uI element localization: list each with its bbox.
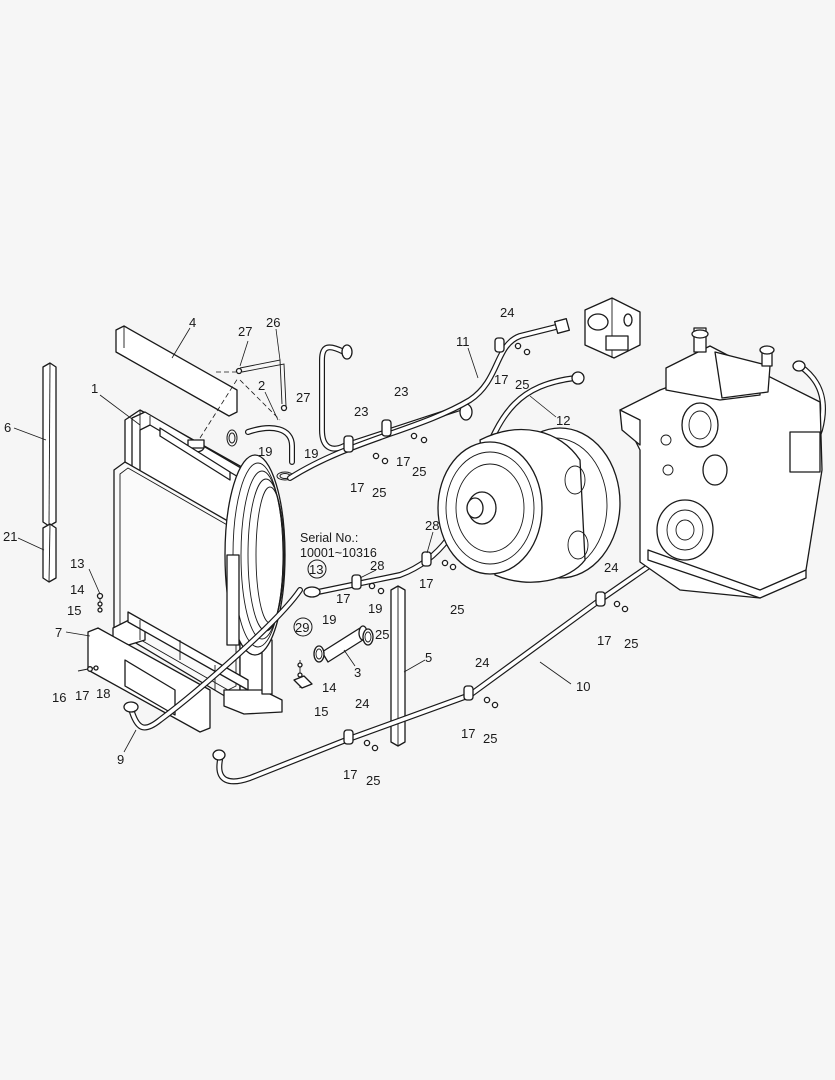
callout-17-d: 17 (396, 454, 410, 469)
elbow-hose-2 (226, 425, 295, 481)
callout-25-f: 25 (624, 636, 638, 651)
callout-17-c: 17 (350, 480, 364, 495)
callout-13-left: 13 (70, 556, 84, 571)
callout-17-f: 17 (336, 591, 350, 606)
callout-4: 4 (189, 315, 196, 330)
oil-cooler-assembly (112, 409, 286, 715)
callout-26: 26 (266, 315, 280, 330)
callout-11: 11 (456, 334, 470, 349)
callout-9: 9 (117, 752, 124, 767)
callout-27-a: 27 (238, 324, 252, 339)
clamps (343, 337, 606, 745)
callout-29-circle (293, 617, 313, 637)
callout-28-a: 28 (425, 518, 439, 533)
callout-17-e: 17 (419, 576, 433, 591)
bar-4 (115, 325, 238, 417)
callout-14-right: 14 (322, 680, 336, 695)
callout-12: 12 (556, 413, 570, 428)
callout-19-a: 19 (258, 444, 272, 459)
callout-23-a: 23 (354, 404, 368, 419)
torque-converter (437, 427, 621, 583)
tube-3 (313, 625, 374, 663)
callout-17-h: 17 (461, 726, 475, 741)
serial-note-range: 10001~10316 (300, 546, 377, 560)
callout-24-d: 24 (355, 696, 369, 711)
plate-7-lower (124, 659, 176, 716)
callout-6: 6 (4, 420, 11, 435)
callout-24-b: 24 (604, 560, 618, 575)
callout-19-d: 19 (368, 601, 382, 616)
callout-19-b: 19 (304, 446, 318, 461)
callout-13-right: 13 (309, 562, 323, 577)
callout-17-g: 17 (597, 633, 611, 648)
callout-15-left: 15 (67, 603, 81, 618)
leader-lines (13, 327, 572, 753)
callout-25-d: 25 (450, 602, 464, 617)
callout-1: 1 (91, 381, 98, 396)
callout-23-b: 23 (394, 384, 408, 399)
callout-7: 7 (55, 625, 62, 640)
callout-28-b: 28 (370, 558, 384, 573)
callout-21: 21 (3, 529, 17, 544)
callout-10: 10 (576, 679, 590, 694)
fastener-stack-16-18 (77, 665, 99, 672)
callout-25-c: 25 (412, 464, 426, 479)
callout-17-b: 17 (494, 372, 508, 387)
hose-upper-u (319, 344, 473, 452)
callout-19-c: 19 (322, 612, 336, 627)
callout-29: 29 (295, 620, 309, 635)
callout-18: 18 (96, 686, 110, 701)
callout-25-a: 25 (515, 377, 529, 392)
callout-labels: 1 2 3 4 5 6 7 9 10 11 12 13 13 14 14 15 … (3, 305, 638, 788)
callout-17-i: 17 (343, 767, 357, 782)
serial-note: Serial No.: 10001~10316 (300, 531, 377, 560)
callout-24-c: 24 (475, 655, 489, 670)
callout-14-left: 14 (70, 582, 84, 597)
callout-25-i: 25 (366, 773, 380, 788)
fastener-stack-right (293, 660, 313, 689)
callout-27-b: 27 (296, 390, 310, 405)
callout-13-circle (307, 559, 327, 579)
callout-3: 3 (354, 665, 361, 680)
hose-9 (123, 587, 303, 731)
transmission (619, 327, 823, 599)
callout-25-b: 25 (372, 485, 386, 500)
serial-note-label: Serial No.: (300, 531, 358, 545)
callout-15-right: 15 (314, 704, 328, 719)
bolts (363, 342, 629, 752)
callout-5: 5 (425, 650, 432, 665)
callout-24-a: 24 (500, 305, 514, 320)
fastener-stack-left (96, 592, 104, 613)
callout-17-a: 17 (75, 688, 89, 703)
callout-2: 2 (258, 378, 265, 393)
callout-25-e: 25 (375, 627, 389, 642)
callout-25-g: 25 (483, 731, 497, 746)
valve-block (584, 297, 641, 359)
callout-16: 16 (52, 690, 66, 705)
